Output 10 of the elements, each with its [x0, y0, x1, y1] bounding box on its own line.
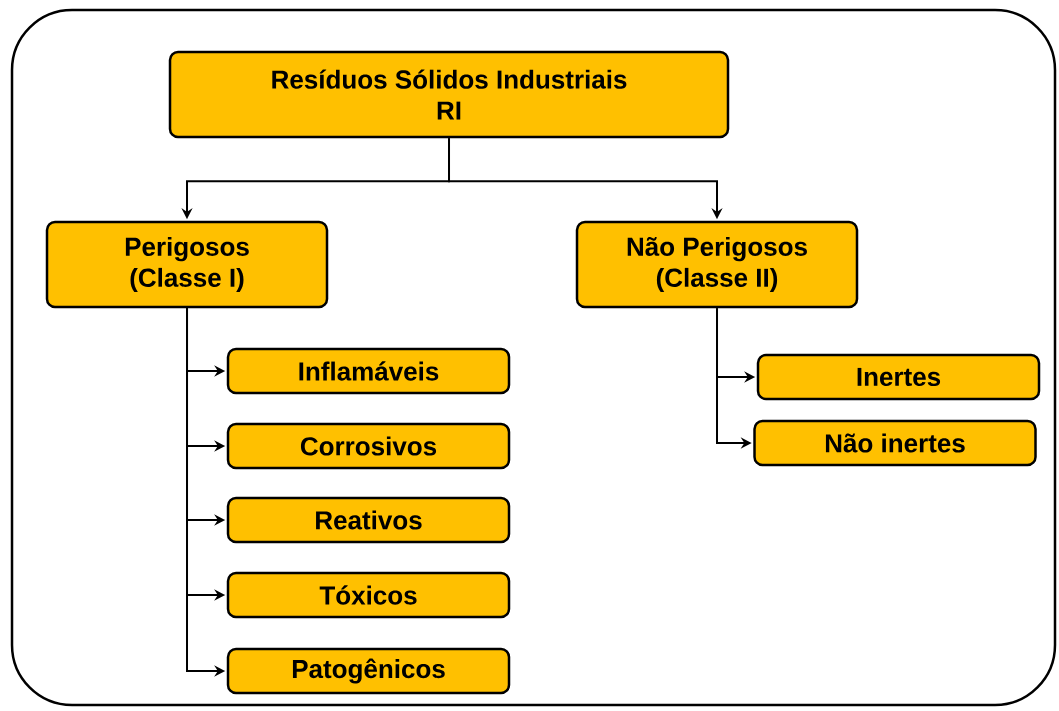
- item-box: Não inertes: [753, 419, 1037, 467]
- item-box: Patogênicos: [226, 647, 511, 695]
- item-box: Corrosivos: [226, 422, 511, 470]
- class-box: Não Perigosos (Classe II): [575, 220, 859, 309]
- item-box: Inflamáveis: [226, 347, 511, 395]
- item-box: Reativos: [226, 496, 511, 544]
- category-box: Resíduos Sólidos Industriais RI: [168, 50, 730, 139]
- item-box: Inertes: [756, 353, 1041, 401]
- class-box: Perigosos (Classe I): [45, 220, 329, 309]
- item-box: Tóxicos: [226, 571, 511, 619]
